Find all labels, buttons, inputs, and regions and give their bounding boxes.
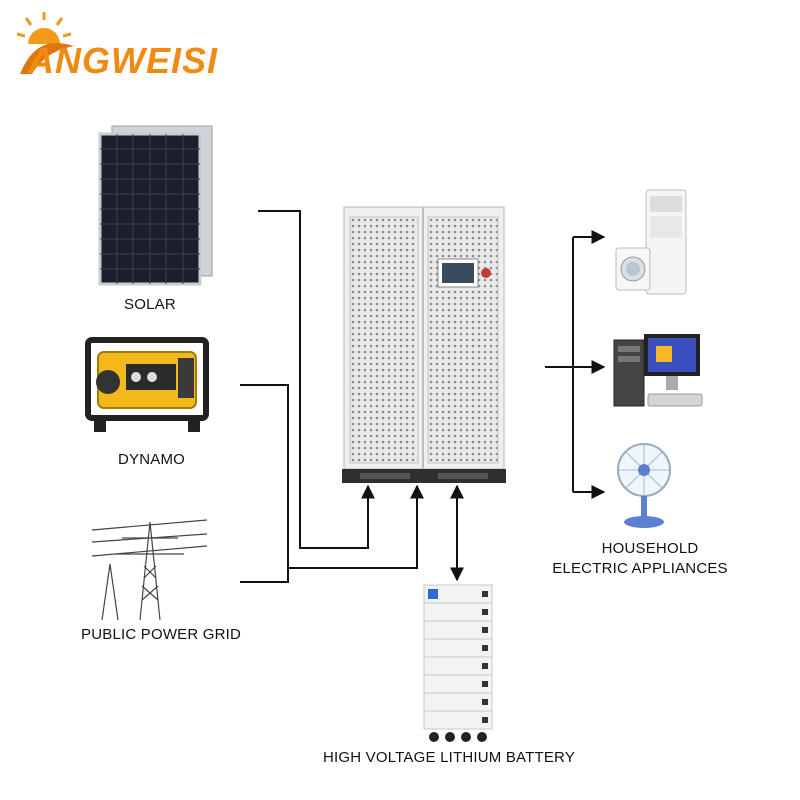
loads-label-line2: ELECTRIC APPLIANCES <box>552 560 728 577</box>
desktop-computer-icon <box>613 334 703 407</box>
logo-text: ANGWEISI <box>28 40 219 81</box>
battery-stack-icon <box>423 584 493 742</box>
power-tower-icon <box>92 519 207 621</box>
sun-logo-icon <box>16 12 74 74</box>
battery-label: HIGH VOLTAGE LITHIUM BATTERY <box>323 749 576 766</box>
electric-fan-icon <box>617 443 671 528</box>
air-conditioner-icon <box>615 189 687 295</box>
generator-icon <box>85 337 209 432</box>
inverter-cabinet-icon <box>342 206 506 483</box>
dynamo-label: DYNAMO <box>118 451 186 468</box>
brand-logo <box>14 10 214 90</box>
grid-line <box>240 568 289 583</box>
solar-line <box>258 210 375 549</box>
loads-label-line1: HOUSEHOLD <box>601 540 699 557</box>
solar-panel-icon <box>98 125 213 286</box>
grid-label: PUBLIC POWER GRID <box>81 626 242 643</box>
solar-label: SOLAR <box>124 296 176 313</box>
